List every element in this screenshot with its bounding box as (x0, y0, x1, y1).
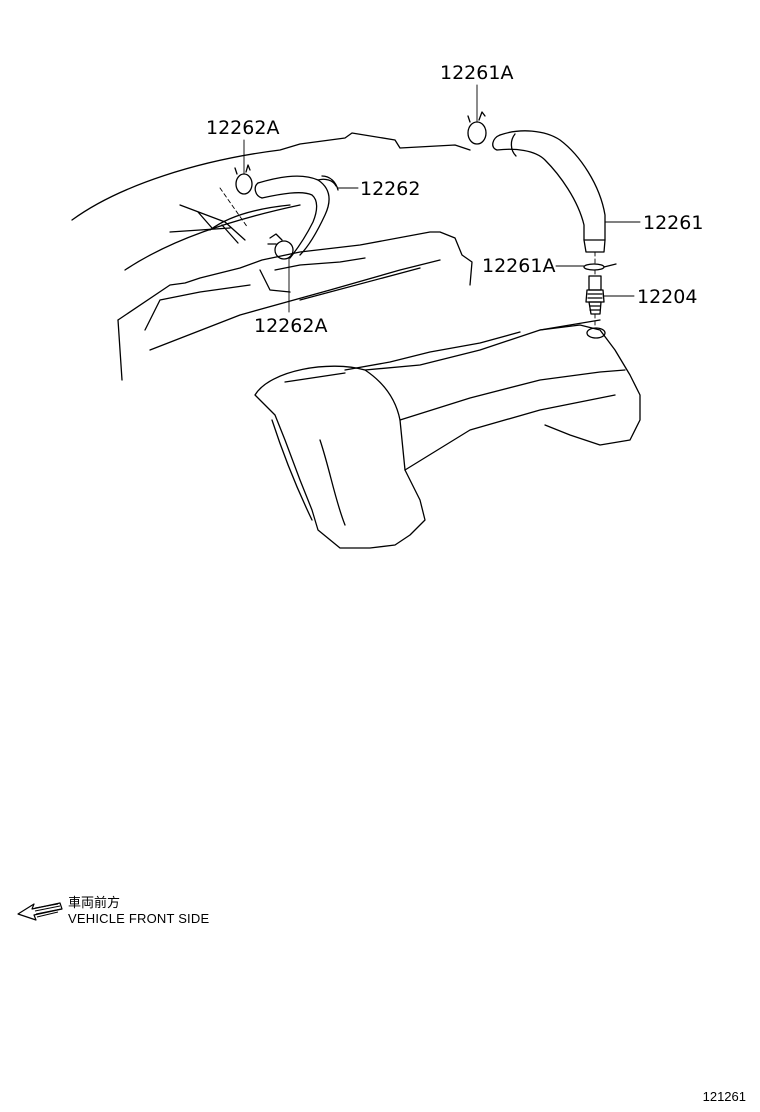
part-label-12262A-bottom: 12262A (254, 315, 327, 337)
part-label-12204: 12204 (637, 286, 697, 308)
intake-manifold-outline (254, 319, 641, 549)
part-label-12261A-mid: 12261A (482, 255, 555, 277)
clip-12262A-bottom (267, 233, 294, 260)
part-label-12262: 12262 (360, 178, 420, 200)
pcv-valve-12204 (585, 275, 605, 315)
vehicle-front-label-en: VEHICLE FRONT SIDE (68, 911, 210, 926)
leader-lines (243, 84, 641, 313)
clip-12261A-mid (583, 263, 617, 271)
assembly-guide-lines (219, 187, 596, 328)
part-label-12262A-top: 12262A (206, 117, 279, 139)
clip-12262A-top (234, 164, 253, 195)
part-label-12261: 12261 (643, 212, 703, 234)
ventilation-hose-12262 (254, 175, 339, 259)
part-label-12261A-top: 12261A (440, 62, 513, 84)
ventilation-hose-12261 (492, 130, 606, 253)
figure-number: 121261 (702, 1089, 746, 1104)
front-direction-arrow-icon (17, 902, 63, 921)
cylinder-head-cover-outline (71, 132, 473, 381)
vehicle-front-label-jp: 車両前方 (68, 895, 121, 910)
